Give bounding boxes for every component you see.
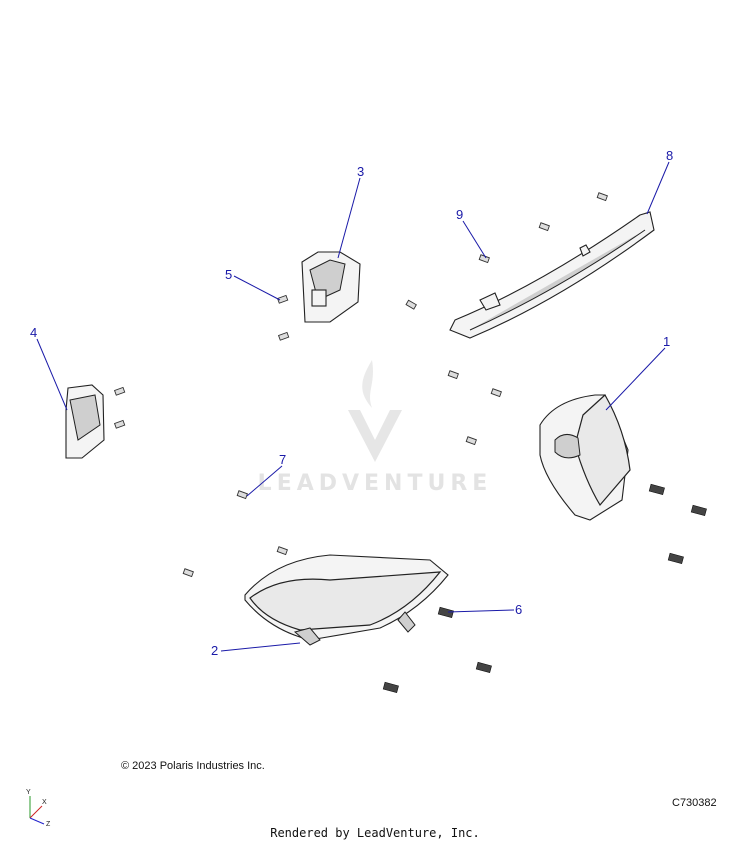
part-light-bar: [449, 211, 655, 339]
spring: [648, 483, 665, 496]
callout-7[interactable]: 7: [279, 452, 286, 467]
axis-x-label: X: [42, 799, 47, 806]
bolt: [490, 388, 502, 398]
spring: [667, 552, 684, 565]
axis-z-label: Z: [46, 821, 51, 828]
drawing-id: C730382: [672, 797, 717, 809]
bolt: [538, 222, 550, 232]
bolt: [277, 331, 290, 341]
bolt: [113, 386, 126, 396]
leader-9: [462, 220, 487, 259]
part-headlight-right: [539, 394, 631, 521]
leader-7: [246, 465, 283, 497]
bolt: [596, 192, 608, 202]
leader-lines: [36, 161, 670, 652]
spring: [437, 606, 454, 619]
copyright-text: © 2023 Polaris Industries Inc.: [121, 760, 265, 772]
bolt: [236, 490, 248, 500]
callout-3[interactable]: 3: [357, 164, 364, 179]
bolt: [405, 299, 417, 310]
leader-4: [36, 338, 68, 411]
callout-6[interactable]: 6: [515, 602, 522, 617]
callout-1[interactable]: 1: [663, 334, 670, 349]
callout-9[interactable]: 9: [456, 207, 463, 222]
part-bracket-4: [65, 384, 105, 459]
bolt: [276, 294, 289, 304]
part-headlight-lower: [244, 554, 449, 646]
leader-3: [337, 177, 361, 259]
leader-1: [605, 347, 666, 411]
spring: [475, 661, 492, 674]
callout-2[interactable]: 2: [211, 643, 218, 658]
springs: [382, 483, 707, 694]
bolt: [113, 419, 126, 429]
part-bracket-3: [301, 251, 361, 323]
spring: [382, 681, 399, 694]
callout-5[interactable]: 5: [225, 267, 232, 282]
axis-triad: Y X Z: [26, 789, 51, 828]
bolt: [182, 568, 194, 578]
fasteners: [113, 192, 608, 578]
leader-2: [220, 642, 301, 652]
bolt: [447, 370, 459, 380]
callout-8[interactable]: 8: [666, 148, 673, 163]
spring: [690, 504, 707, 517]
leader-5: [233, 275, 281, 301]
axis-y-label: Y: [26, 789, 31, 796]
footer-rendered-by: Rendered by LeadVenture, Inc.: [270, 826, 480, 840]
leader-6: [447, 609, 515, 613]
bolt: [465, 436, 477, 446]
watermark-text: LEADVENTURE: [258, 471, 493, 496]
watermark: LEADVENTURE: [258, 360, 493, 496]
callout-4[interactable]: 4: [30, 325, 37, 340]
callouts: 1 2 3 4 5 6 7 8 9: [30, 148, 673, 658]
leader-8: [646, 161, 670, 215]
bolt: [276, 546, 288, 556]
